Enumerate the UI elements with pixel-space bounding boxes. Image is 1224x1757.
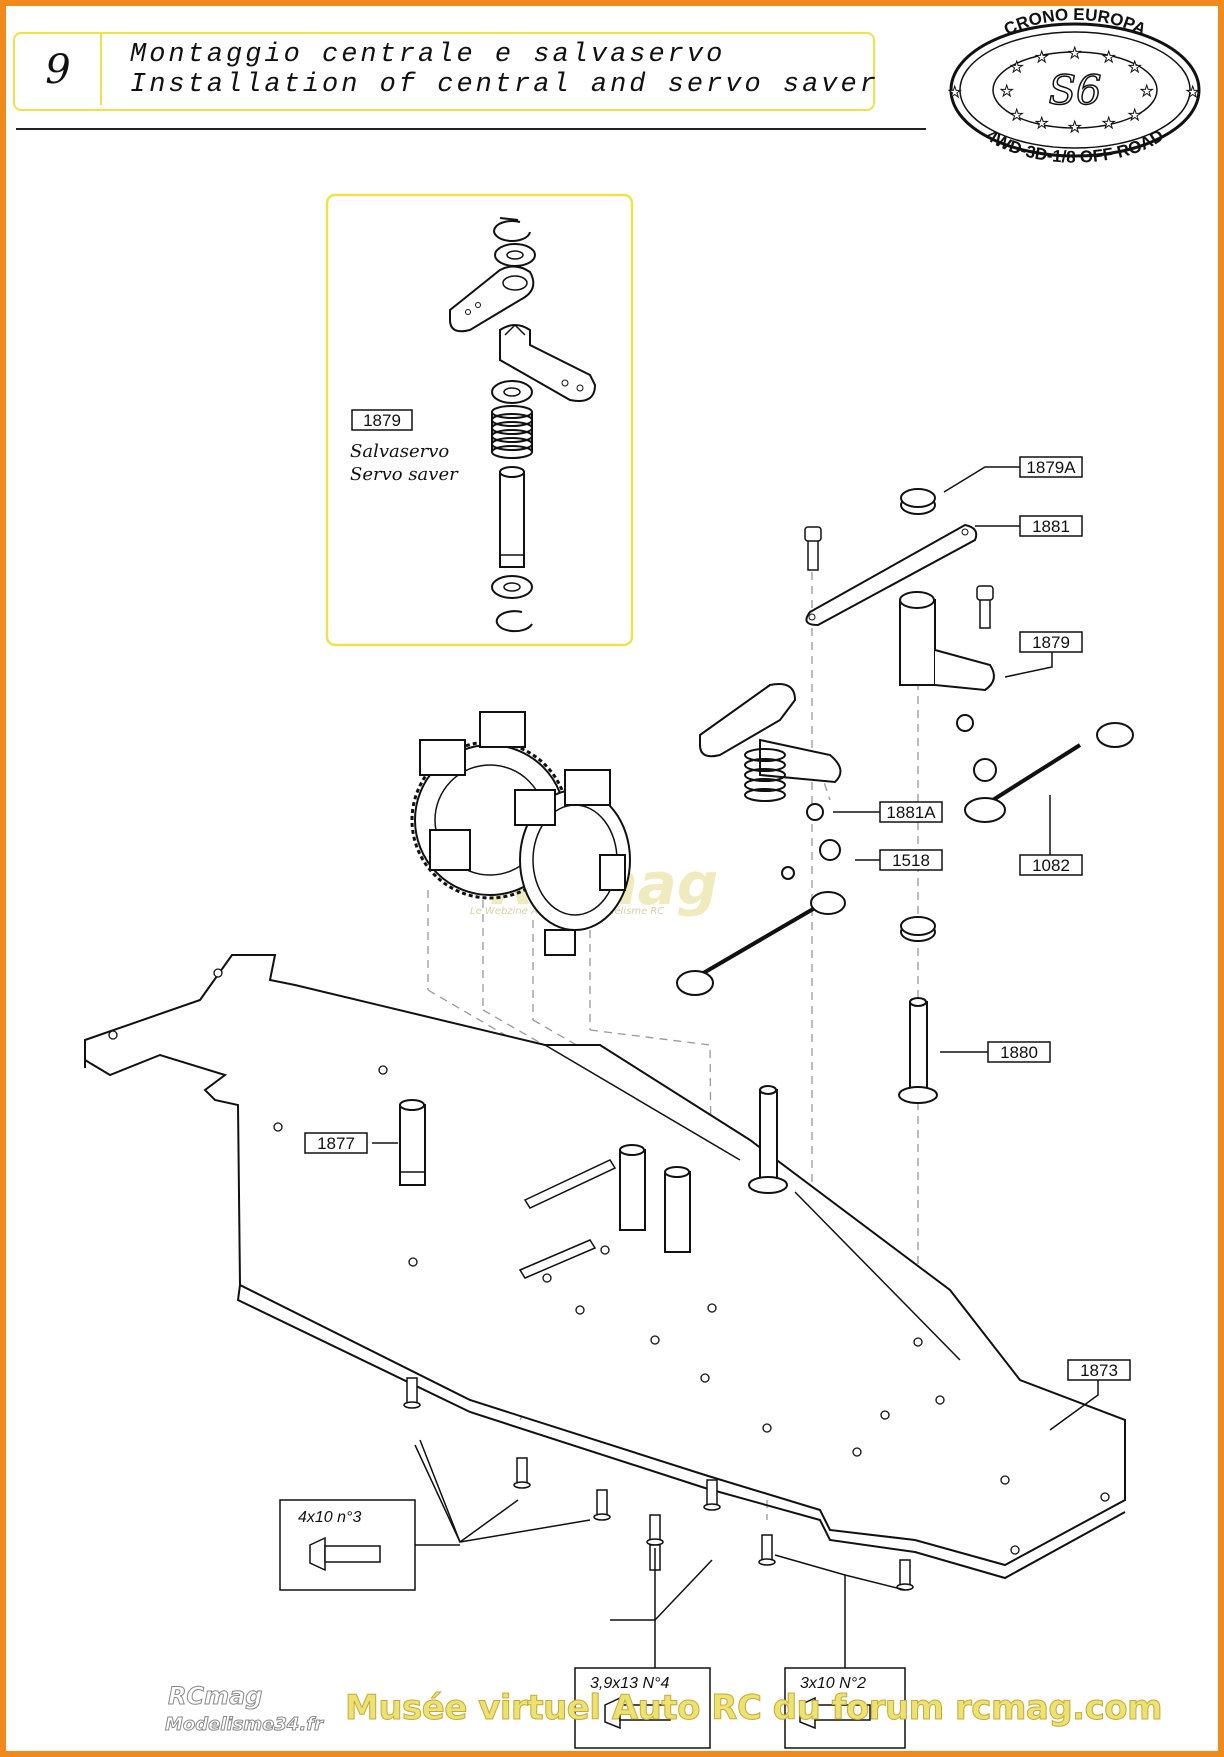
svg-text:1518: 1518 xyxy=(892,851,930,870)
inset-caption-it: Salvaservo xyxy=(350,441,449,462)
chassis-plate xyxy=(84,954,1126,1580)
screw-spec-4x10: 4x10 n°3 xyxy=(279,1499,460,1591)
posts xyxy=(399,488,938,1253)
label-1877: 1877 xyxy=(304,1132,368,1154)
svg-text:★: ★ xyxy=(1035,48,1048,66)
label-1518: 1518 xyxy=(879,849,943,871)
label-1879: 1879 xyxy=(1019,631,1083,653)
svg-text:★: ★ xyxy=(1140,82,1153,100)
svg-text:1881: 1881 xyxy=(1032,517,1070,536)
central-differential xyxy=(410,711,631,956)
logo-stars: ★ ★ ★ ★ ★ ★ ★ ★ ★ ★ ★ ★ ★ ★ xyxy=(948,44,1200,137)
part-labels: 1879A 1881 1879 1881A 1518 1082 1880 18 xyxy=(304,456,1131,1381)
footer-caption: Musée virtuel Auto RC du forum rcmag.com xyxy=(344,1688,1163,1729)
svg-text:3,9x13 N°4: 3,9x13 N°4 xyxy=(590,1675,669,1692)
label-1881: 1881 xyxy=(1019,515,1083,537)
svg-text:1879A: 1879A xyxy=(1026,458,1076,477)
label-1082: 1082 xyxy=(1019,854,1083,876)
svg-text:★: ★ xyxy=(1128,58,1141,76)
bottom-screws xyxy=(403,1377,914,1668)
svg-text:★: ★ xyxy=(1102,114,1115,132)
svg-text:★: ★ xyxy=(1035,114,1048,132)
label-1879A: 1879A xyxy=(1019,456,1083,478)
label-1880: 1880 xyxy=(987,1041,1051,1063)
footer-logo-site: Modelisme34.fr xyxy=(165,1714,324,1736)
svg-text:3x10 N°2: 3x10 N°2 xyxy=(800,1675,866,1692)
svg-text:1877: 1877 xyxy=(317,1134,355,1153)
servo-saver-assembly xyxy=(676,523,1134,996)
screw-spec-3-9x13: 3,9x13 N°4 xyxy=(574,1667,711,1749)
svg-text:1880: 1880 xyxy=(1000,1043,1038,1062)
svg-text:4x10 n°3: 4x10 n°3 xyxy=(298,1509,361,1526)
inset-caption-en: Servo saver xyxy=(350,464,459,485)
leader-lines xyxy=(372,466,1099,1431)
title-italian: Montaggio centrale e salvaservo xyxy=(130,40,726,70)
svg-text:1879: 1879 xyxy=(1032,633,1070,652)
brand-logo: CRONO EUROPA 4WD-3D-1/8 OFF ROAD S6 ★★ ★… xyxy=(948,5,1201,167)
svg-text:★: ★ xyxy=(1010,58,1023,76)
svg-text:★: ★ xyxy=(1128,106,1141,124)
svg-text:1082: 1082 xyxy=(1032,856,1070,875)
title-english: Installation of central and servo saver xyxy=(130,70,879,100)
label-1881A: 1881A xyxy=(879,801,943,823)
svg-text:★: ★ xyxy=(1010,106,1023,124)
label-1873: 1873 xyxy=(1067,1359,1131,1381)
logo-center-text: S6 xyxy=(1049,68,1102,114)
screw-spec-3x10: 3x10 N°2 xyxy=(784,1667,906,1749)
svg-text:1881A: 1881A xyxy=(886,803,936,822)
svg-text:★: ★ xyxy=(1102,48,1115,66)
footer-logo-rcmag: RCmag xyxy=(167,1682,263,1711)
step-number: 9 xyxy=(16,34,102,105)
svg-text:★: ★ xyxy=(1068,118,1081,136)
header-box xyxy=(13,32,875,111)
header-rule xyxy=(16,128,926,130)
svg-text:★: ★ xyxy=(948,83,961,101)
svg-text:★: ★ xyxy=(1068,44,1081,62)
servo-saver-inset: 1879 Salvaservo Servo saver xyxy=(325,193,634,647)
svg-text:★: ★ xyxy=(1186,83,1199,101)
svg-text:1873: 1873 xyxy=(1080,1361,1118,1380)
svg-text:★: ★ xyxy=(1000,82,1013,100)
inset-part-number: 1879 xyxy=(363,411,401,430)
